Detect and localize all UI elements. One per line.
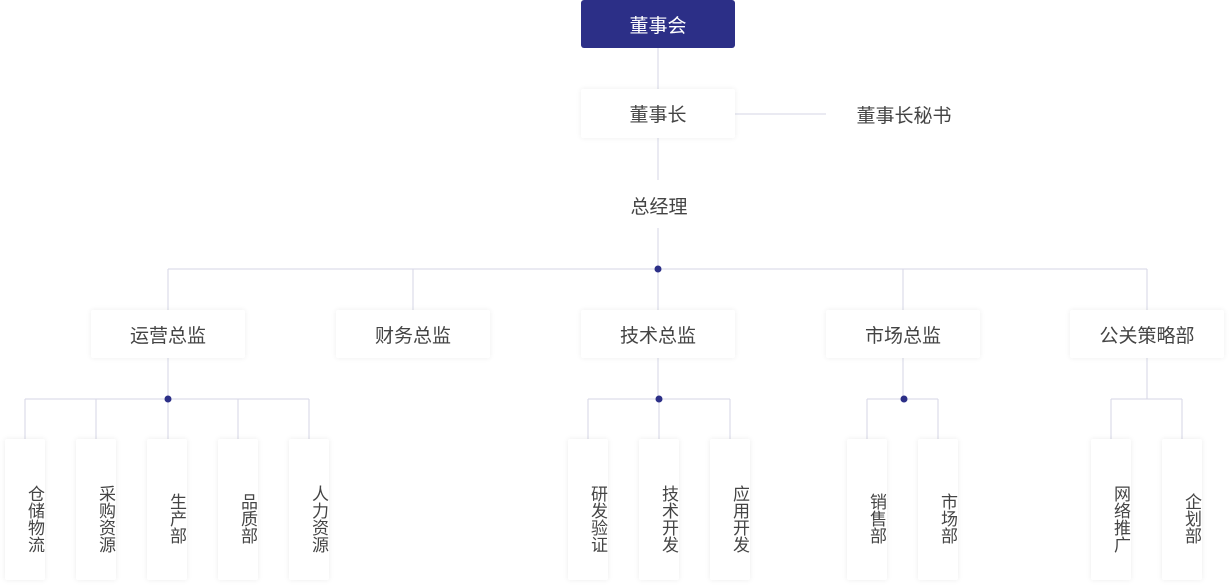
junction-dot [654,265,662,273]
dept-tech-development: 技术开发 [639,439,679,580]
dept-warehouse-logistics: 仓储物流 [5,439,45,580]
director-operations: 运营总监 [91,310,245,358]
director-technology: 技术总监 [581,310,735,358]
board-node: 董事会 [581,0,735,48]
dept-online-promotion: 网络推广 [1091,439,1131,580]
dept-production: 生产部 [147,439,187,580]
general-manager-label: 总经理 [630,196,688,218]
dept-rnd-verification: 研发验证 [568,439,608,580]
junction-dot [164,395,172,403]
dept-sales: 销售部 [847,439,887,580]
director-pr: 公关策略部 [1070,310,1224,358]
dept-human-resources: 人力资源 [289,439,329,580]
dept-quality: 品质部 [218,439,258,580]
director-marketing: 市场总监 [826,310,980,358]
dept-planning: 企划部 [1162,439,1202,580]
chairman-node: 董事长 [581,89,735,138]
dept-app-development: 应用开发 [710,439,750,580]
junction-dot [655,395,663,403]
chairman-secretary-label: 董事长秘书 [856,105,952,127]
junction-dot [900,395,908,403]
director-finance: 财务总监 [336,310,490,358]
dept-procurement: 采购资源 [76,439,116,580]
dept-market: 市场部 [918,439,958,580]
